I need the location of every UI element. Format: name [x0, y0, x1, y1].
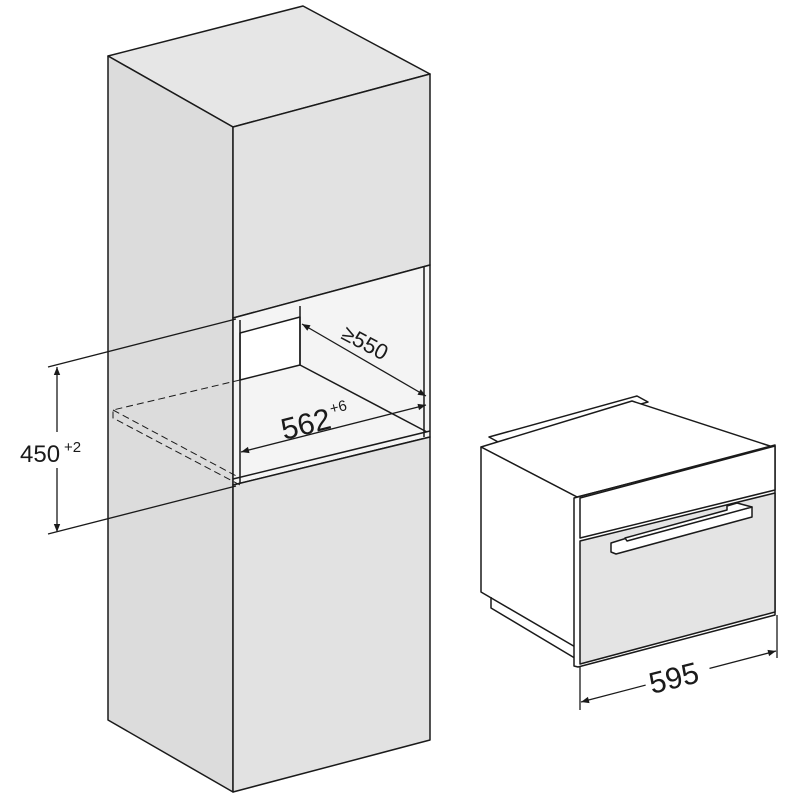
shelf-dashed [112, 379, 241, 486]
tall-cabinet [107, 5, 431, 793]
niche-width-tolerance: +6 [328, 397, 349, 418]
oven-door-handle [610, 502, 753, 555]
appliance-width-value: 595 [646, 657, 703, 701]
dimension-niche-depth-line [301, 323, 427, 397]
niche-height-tolerance: +2 [64, 439, 81, 456]
oven-control-panel [579, 445, 776, 539]
cabinet-left-side [107, 55, 234, 793]
cabinet-lower-front [232, 436, 431, 793]
dimension-niche-width-line [240, 403, 427, 454]
niche-height-value: 450 [20, 441, 60, 468]
oven-door [579, 492, 776, 665]
oven-base [490, 597, 579, 661]
label-niche-height: 450 +2 [18, 432, 90, 468]
label-appliance-width: 595 [641, 653, 714, 701]
oven-appliance [480, 395, 776, 668]
